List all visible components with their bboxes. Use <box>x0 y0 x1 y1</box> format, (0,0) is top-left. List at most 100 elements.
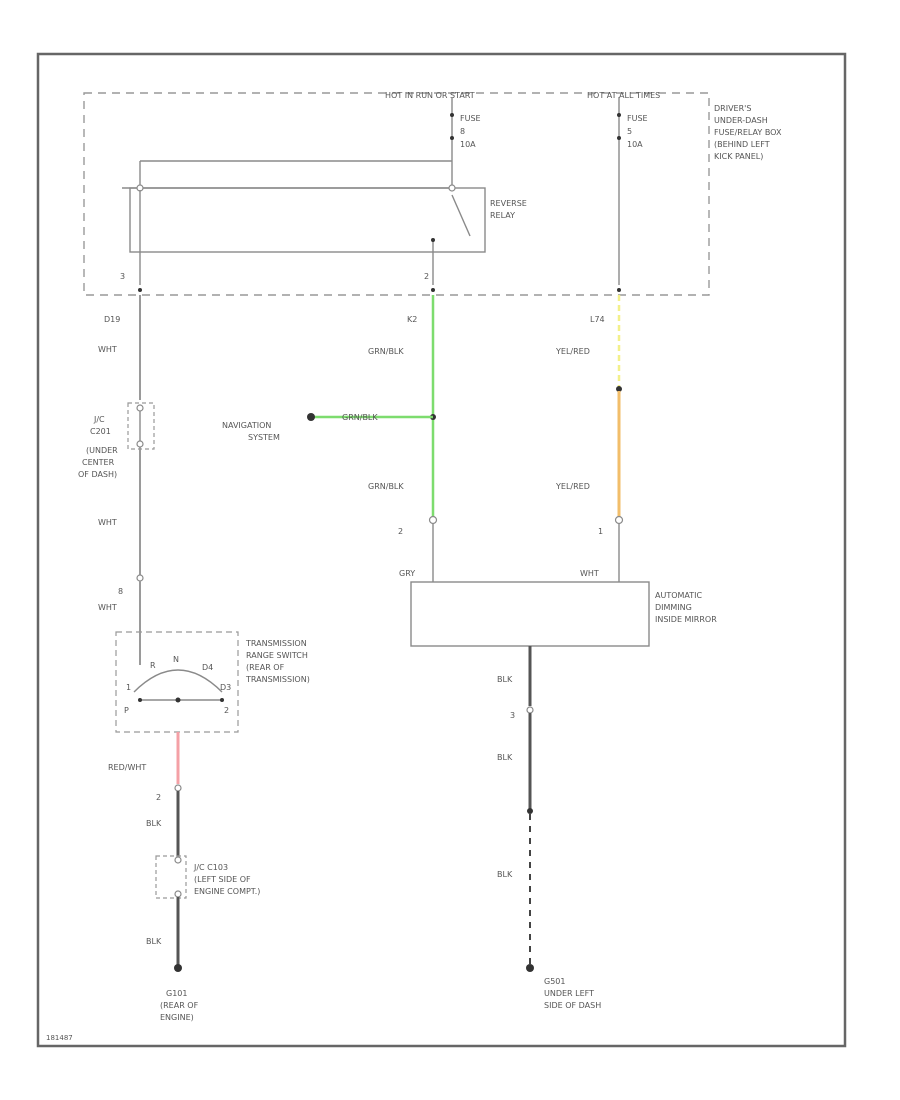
fuse-box-label-5: KICK PANEL) <box>714 152 763 161</box>
hot-at-all-times-label: HOT AT ALL TIMES <box>587 91 660 100</box>
fuse-8-terminal-bottom <box>450 136 454 140</box>
ground-g101-label-2: (REAR OF <box>160 1001 199 1010</box>
connector-c103-label-3: ENGINE COMPT.) <box>194 887 260 896</box>
trs-pos-d3: D3 <box>220 683 231 692</box>
navigation-system-label-1: NAVIGATION <box>222 421 271 430</box>
wire-label-red-wht: RED/WHT <box>108 763 146 772</box>
fuse-8-label: FUSE <box>460 114 481 123</box>
reverse-relay-label-1: REVERSE <box>490 199 527 208</box>
relay-coil-terminal-right <box>448 184 456 192</box>
connector-c103-label-2: (LEFT SIDE OF <box>194 875 251 884</box>
relay-out-terminal-2 <box>431 288 435 292</box>
trs-pos-2: 2 <box>224 706 229 715</box>
trs-label-1: TRANSMISSION <box>245 639 307 648</box>
yel-red-splice <box>616 386 622 392</box>
fuse-5-label: FUSE <box>627 114 648 123</box>
wire-label-blk-4: BLK <box>497 753 513 762</box>
fuse-box-label-1: DRIVER'S <box>714 104 751 113</box>
c-pin-2-terminal <box>174 784 182 792</box>
trs-contact-p <box>138 698 142 702</box>
wire-label-wht-2: WHT <box>98 518 117 527</box>
hot-run-start-label: HOT IN RUN OR START <box>385 91 475 100</box>
mirror-label-3: INSIDE MIRROR <box>655 615 717 624</box>
navigation-system-label-2: SYSTEM <box>248 433 280 442</box>
trs-contact-2 <box>220 698 224 702</box>
wire-label-yel-red-2: YEL/RED <box>555 482 590 491</box>
c-pin-8-label: 8 <box>118 587 123 596</box>
fuse-5-out-terminal <box>617 288 621 292</box>
relay-out-terminal-1 <box>138 288 142 292</box>
circuit-label-2: K2 <box>407 315 417 324</box>
trs-box <box>115 631 239 733</box>
reverse-relay-box <box>129 187 486 253</box>
ground-g101-label-1: G101 <box>166 989 187 998</box>
auto-dimming-mirror-box <box>410 581 650 647</box>
trs-pos-p: P <box>124 706 129 715</box>
connector-c201-label-1: J/C <box>93 415 105 424</box>
connector-c103-pin-bottom <box>174 890 182 898</box>
ground-g101-label-3: ENGINE) <box>160 1013 194 1022</box>
connector-c201-label-2: C201 <box>90 427 111 436</box>
trs-label-3: (REAR OF <box>246 663 285 672</box>
wire-label-grn-blk-2: GRN/BLK <box>368 482 404 491</box>
wire-label-grn-blk-nav: GRN/BLK <box>342 413 378 422</box>
trs-pos-n: N <box>173 655 179 664</box>
mirror-pin-2-label: 2 <box>398 527 403 536</box>
trs-contact-center <box>175 697 181 703</box>
pin-relay-left: 3 <box>120 272 125 281</box>
fuse-5-number: 5 <box>627 127 632 136</box>
connector-c103-box <box>155 855 187 899</box>
wire-label-yel-red-1: YEL/RED <box>555 347 590 356</box>
wire-label-blk-1: BLK <box>146 819 162 828</box>
fuse-8-rating: 10A <box>460 140 476 149</box>
fuse-5-terminal-top <box>617 113 621 117</box>
wire-label-wht-3: WHT <box>98 603 117 612</box>
fuse-relay-box-outline <box>83 92 710 296</box>
ground-g501-label-1: G501 <box>544 977 565 986</box>
fuse-8-number: 8 <box>460 127 465 136</box>
mirror-wire-label-wht: WHT <box>580 569 599 578</box>
connector-c201-label-4: CENTER <box>82 458 115 467</box>
wire-label-blk-2: BLK <box>146 937 162 946</box>
fuse-box-label-4: (BEHIND LEFT <box>714 140 770 149</box>
mirror-label-2: DIMMING <box>655 603 692 612</box>
trs-arc <box>133 669 223 693</box>
fuse-box-label-3: FUSE/RELAY BOX <box>714 128 782 137</box>
diagram-frame <box>36 52 847 1048</box>
g-pin-3-label: 3 <box>510 711 515 720</box>
connector-c201-pin-top <box>136 404 144 412</box>
g-pin-3-terminal <box>526 706 534 714</box>
connector-c103-label-1: J/C C103 <box>193 863 228 872</box>
circuit-label-1: D19 <box>104 315 120 324</box>
reverse-relay-label-2: RELAY <box>490 211 515 220</box>
wire-label-blk-3: BLK <box>497 675 513 684</box>
fuse-5-terminal-bottom <box>617 136 621 140</box>
wire-label-blk-5: BLK <box>497 870 513 879</box>
relay-switch-contact <box>431 238 435 242</box>
g501-splice <box>527 808 533 814</box>
mirror-wire-label-gry: GRY <box>399 569 415 578</box>
c-pin-8-terminal <box>136 574 144 582</box>
fuse-5-rating: 10A <box>627 140 643 149</box>
trs-pos-d4: D4 <box>202 663 213 672</box>
fuse-8-terminal-top <box>450 113 454 117</box>
trs-label-4: TRANSMISSION) <box>245 675 310 684</box>
wire-label-wht-1: WHT <box>98 345 117 354</box>
connector-c201-label-3: (UNDER <box>86 446 118 455</box>
mirror-pin-2-terminal <box>428 515 438 525</box>
fuse-box-label-2: UNDER-DASH <box>714 116 768 125</box>
trs-pos-r: R <box>150 661 156 670</box>
trs-label-2: RANGE SWITCH <box>246 651 308 660</box>
relay-switch-arm <box>451 194 471 237</box>
circuit-label-3: L74 <box>590 315 605 324</box>
navigation-system-terminal <box>307 413 315 421</box>
connector-c201-label-5: OF DASH) <box>78 470 117 479</box>
pin-relay-mid: 2 <box>424 272 429 281</box>
ground-g101-point <box>174 964 182 972</box>
connector-c103-pin-top <box>174 856 182 864</box>
wire-label-grn-blk-1: GRN/BLK <box>368 347 404 356</box>
mirror-pin-1-label: 1 <box>598 527 603 536</box>
trs-pos-1: 1 <box>126 683 131 692</box>
c-pin-2-label: 2 <box>156 793 161 802</box>
